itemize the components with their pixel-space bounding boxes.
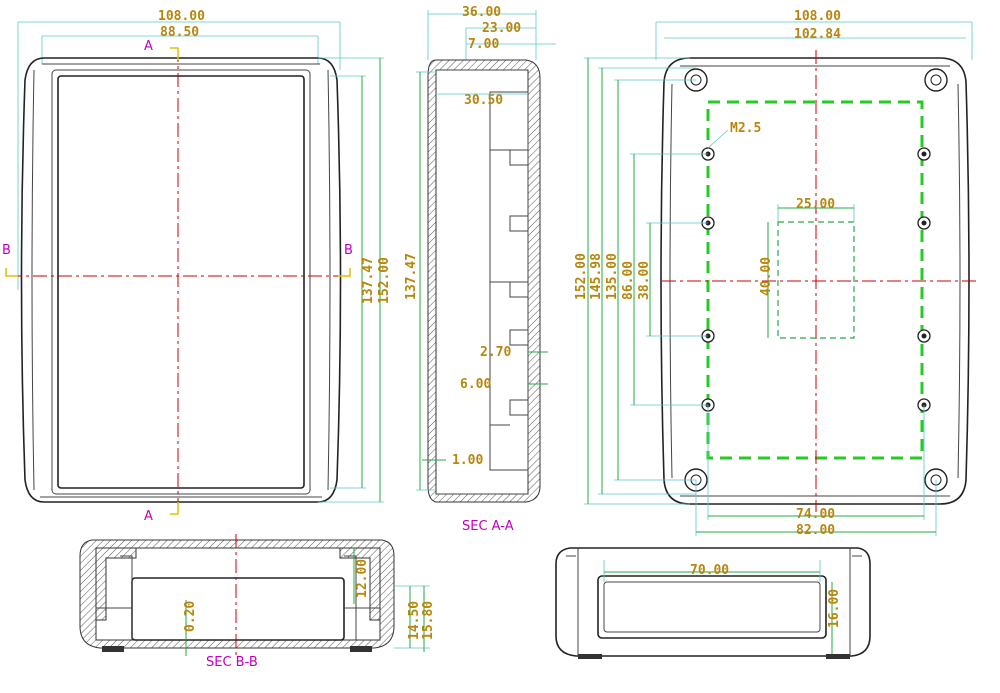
seca-depth-7: 7.00 bbox=[468, 37, 499, 52]
secb-dim-15-8: 15.80 bbox=[421, 601, 436, 640]
end-view: 70.00 16.00 bbox=[555, 547, 871, 659]
back-rect-height: 40.00 bbox=[759, 257, 774, 296]
secb-dim-0-2: 0.20 bbox=[183, 601, 198, 632]
seca-caption: SEC A-A bbox=[462, 519, 514, 534]
back-h-38: 38.00 bbox=[637, 261, 652, 300]
section-marker-b-right: B bbox=[344, 243, 353, 258]
section-marker-b-left: B bbox=[2, 243, 11, 258]
back-h-135: 135.00 bbox=[605, 253, 620, 300]
end-height: 16.00 bbox=[827, 589, 842, 628]
seca-depth-30-5: 30.50 bbox=[464, 93, 503, 108]
back-holes-82: 82.00 bbox=[796, 523, 835, 538]
seca-dim-2-7: 2.70 bbox=[480, 345, 511, 360]
seca-depth-23: 23.00 bbox=[482, 21, 521, 36]
section-b-b: 0.20 12.00 14.50 15.80 SEC B-B bbox=[79, 534, 436, 670]
front-width-outer: 108.00 bbox=[158, 9, 205, 24]
back-holes-74: 74.00 bbox=[796, 507, 835, 522]
seca-dim-6: 6.00 bbox=[460, 377, 491, 392]
back-screw-label: M2.5 bbox=[730, 121, 761, 136]
back-view: 108.00 102.84 25.00 40.00 bbox=[574, 9, 976, 538]
back-rect-width: 25.00 bbox=[796, 197, 835, 212]
secb-dim-14-5: 14.50 bbox=[407, 601, 422, 640]
back-h-86: 86.00 bbox=[621, 261, 636, 300]
seca-dim-1: 1.00 bbox=[452, 453, 483, 468]
back-h-145-98: 145.98 bbox=[589, 253, 604, 300]
back-width-inner: 102.84 bbox=[794, 27, 841, 42]
back-h-152: 152.00 bbox=[574, 253, 589, 300]
back-width-outer: 108.00 bbox=[794, 9, 841, 24]
front-view: 108.00 88.50 A A B B 137.47 152.00 bbox=[2, 9, 392, 524]
seca-height: 137.47 bbox=[404, 253, 419, 300]
section-marker-a-bottom: A bbox=[144, 509, 153, 524]
end-width: 70.00 bbox=[690, 563, 729, 578]
section-a-a: 36.00 23.00 7.00 30.50 137.47 2.70 6.00 … bbox=[404, 5, 556, 534]
secb-dim-12: 12.00 bbox=[355, 559, 370, 598]
seca-depth-total: 36.00 bbox=[462, 5, 501, 20]
front-width-inner: 88.50 bbox=[160, 25, 199, 40]
section-marker-a-top: A bbox=[144, 39, 153, 54]
front-height-outer: 152.00 bbox=[377, 257, 392, 304]
front-height-inner: 137.47 bbox=[361, 257, 376, 304]
secb-caption: SEC B-B bbox=[206, 655, 258, 670]
